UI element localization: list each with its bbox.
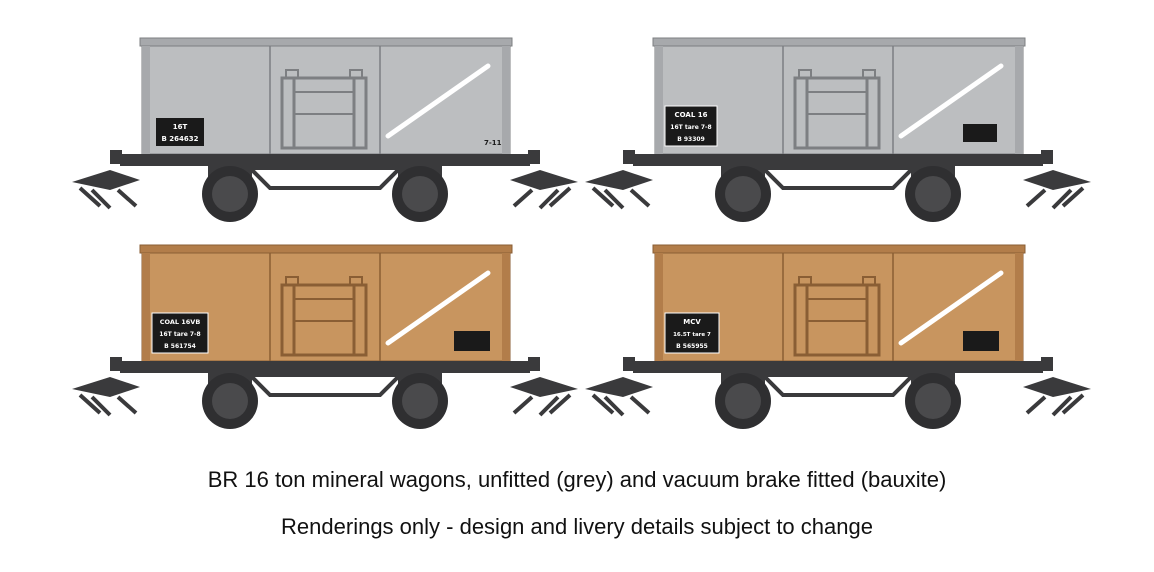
side-door-frame	[280, 283, 368, 357]
plate-line-1: COAL 16VB	[160, 318, 201, 326]
end-stanchion-left	[655, 46, 663, 154]
plate-line-3: B 93309	[677, 136, 705, 143]
side-door-frame	[793, 283, 881, 357]
coupling-hook-right	[1025, 186, 1085, 210]
door-hinge	[862, 276, 876, 286]
coupling-hook-left	[78, 186, 138, 210]
end-stanchion-right	[502, 46, 510, 154]
coupling-hook-left	[78, 393, 138, 417]
brake-gear	[245, 373, 405, 397]
wagon-drawing: 16T B 264632 7-11	[72, 37, 578, 222]
coupling-hook-right	[512, 393, 572, 417]
coupling-right	[1023, 170, 1091, 190]
door-hinge	[798, 69, 812, 79]
coupling-hook-right	[1025, 393, 1085, 417]
door-hinge	[862, 69, 876, 79]
coupling-right	[510, 170, 578, 190]
buffer-right	[1041, 150, 1053, 164]
top-rim	[652, 37, 1026, 47]
solebar	[633, 154, 1043, 166]
plate-line-3: B 565955	[676, 343, 708, 350]
side-door-frame	[793, 76, 881, 150]
side-door-frame	[280, 76, 368, 150]
solebar	[120, 154, 530, 166]
coupling-hook-left	[591, 186, 651, 210]
brake-gear	[245, 166, 405, 190]
top-rim	[139, 244, 513, 254]
coupling-hook-left	[591, 393, 651, 417]
door-hinge	[349, 69, 363, 79]
end-stanchion-right	[1015, 46, 1023, 154]
data-panel	[454, 331, 490, 351]
wagon-bauxite-fitted-1: COAL 16VB 16T tare 7-8 B 561754	[70, 237, 580, 429]
wheel-hub	[915, 176, 951, 212]
solebar	[633, 361, 1043, 373]
wheel-hub	[402, 176, 438, 212]
wheel-hub	[915, 383, 951, 419]
wagon-grey-unfitted-1: 16T B 264632 7-11	[70, 30, 580, 222]
end-stanchion-right	[1015, 253, 1023, 361]
coupling-right	[510, 377, 578, 397]
coupling-left	[72, 170, 140, 190]
door-hinge	[285, 69, 299, 79]
top-rim	[652, 244, 1026, 254]
brake-gear	[758, 373, 918, 397]
wheel-hub	[212, 176, 248, 212]
door-hinge	[798, 276, 812, 286]
coupling-left	[72, 377, 140, 397]
white-diagonal-stripe	[385, 63, 491, 139]
buffer-right	[1041, 357, 1053, 371]
wagon-bauxite-fitted-2: MCV 16.5T tare 7 B 565955	[583, 237, 1093, 429]
plate-line-1: MCV	[683, 318, 701, 326]
buffer-left	[110, 357, 122, 371]
white-diagonal-stripe	[385, 270, 491, 346]
number-plate	[151, 312, 209, 354]
wagon-grey-unfitted-2: COAL 16 16T tare 7-8 B 93309	[583, 30, 1093, 222]
end-stanchion-left	[142, 253, 150, 361]
buffer-left	[110, 150, 122, 164]
top-rim	[139, 37, 513, 47]
number-plate	[156, 118, 204, 146]
wagon-drawing: COAL 16VB 16T tare 7-8 B 561754	[72, 244, 578, 429]
plate-line-2: 16.5T tare 7	[673, 332, 711, 338]
buffer-left	[623, 150, 635, 164]
number-plate	[664, 105, 718, 147]
wheel-hub	[725, 383, 761, 419]
plate-line-1: COAL 16	[675, 111, 708, 119]
buffer-left	[623, 357, 635, 371]
white-diagonal-stripe	[898, 270, 1004, 346]
wheel-hub	[725, 176, 761, 212]
corner-marking: 7-11	[484, 139, 502, 147]
data-panel	[963, 331, 999, 351]
wagon-drawing: COAL 16 16T tare 7-8 B 93309	[585, 37, 1091, 222]
plate-line-2: B 264632	[162, 135, 199, 143]
end-stanchion-left	[655, 253, 663, 361]
plate-line-3: B 561754	[164, 343, 196, 350]
buffer-right	[528, 150, 540, 164]
door-hinge	[285, 276, 299, 286]
buffer-right	[528, 357, 540, 371]
coupling-left	[585, 377, 653, 397]
door-hinge	[349, 276, 363, 286]
plate-line-2: 16T tare 7-8	[159, 331, 200, 338]
brake-gear	[758, 166, 918, 190]
caption-disclaimer: Renderings only - design and livery deta…	[281, 514, 873, 539]
wheel-hub	[212, 383, 248, 419]
coupling-hook-right	[512, 186, 572, 210]
coupling-right	[1023, 377, 1091, 397]
plate-line-1: 16T	[173, 123, 188, 131]
number-plate	[664, 312, 720, 354]
wheel-hub	[402, 383, 438, 419]
white-diagonal-stripe	[898, 63, 1004, 139]
end-stanchion-left	[142, 46, 150, 154]
end-stanchion-right	[502, 253, 510, 361]
data-panel	[963, 124, 997, 142]
plate-line-2: 16T tare 7-8	[670, 124, 711, 131]
caption-title: BR 16 ton mineral wagons, unfitted (grey…	[207, 467, 947, 492]
coupling-left	[585, 170, 653, 190]
solebar	[120, 361, 530, 373]
wagon-drawing: MCV 16.5T tare 7 B 565955	[585, 244, 1091, 429]
